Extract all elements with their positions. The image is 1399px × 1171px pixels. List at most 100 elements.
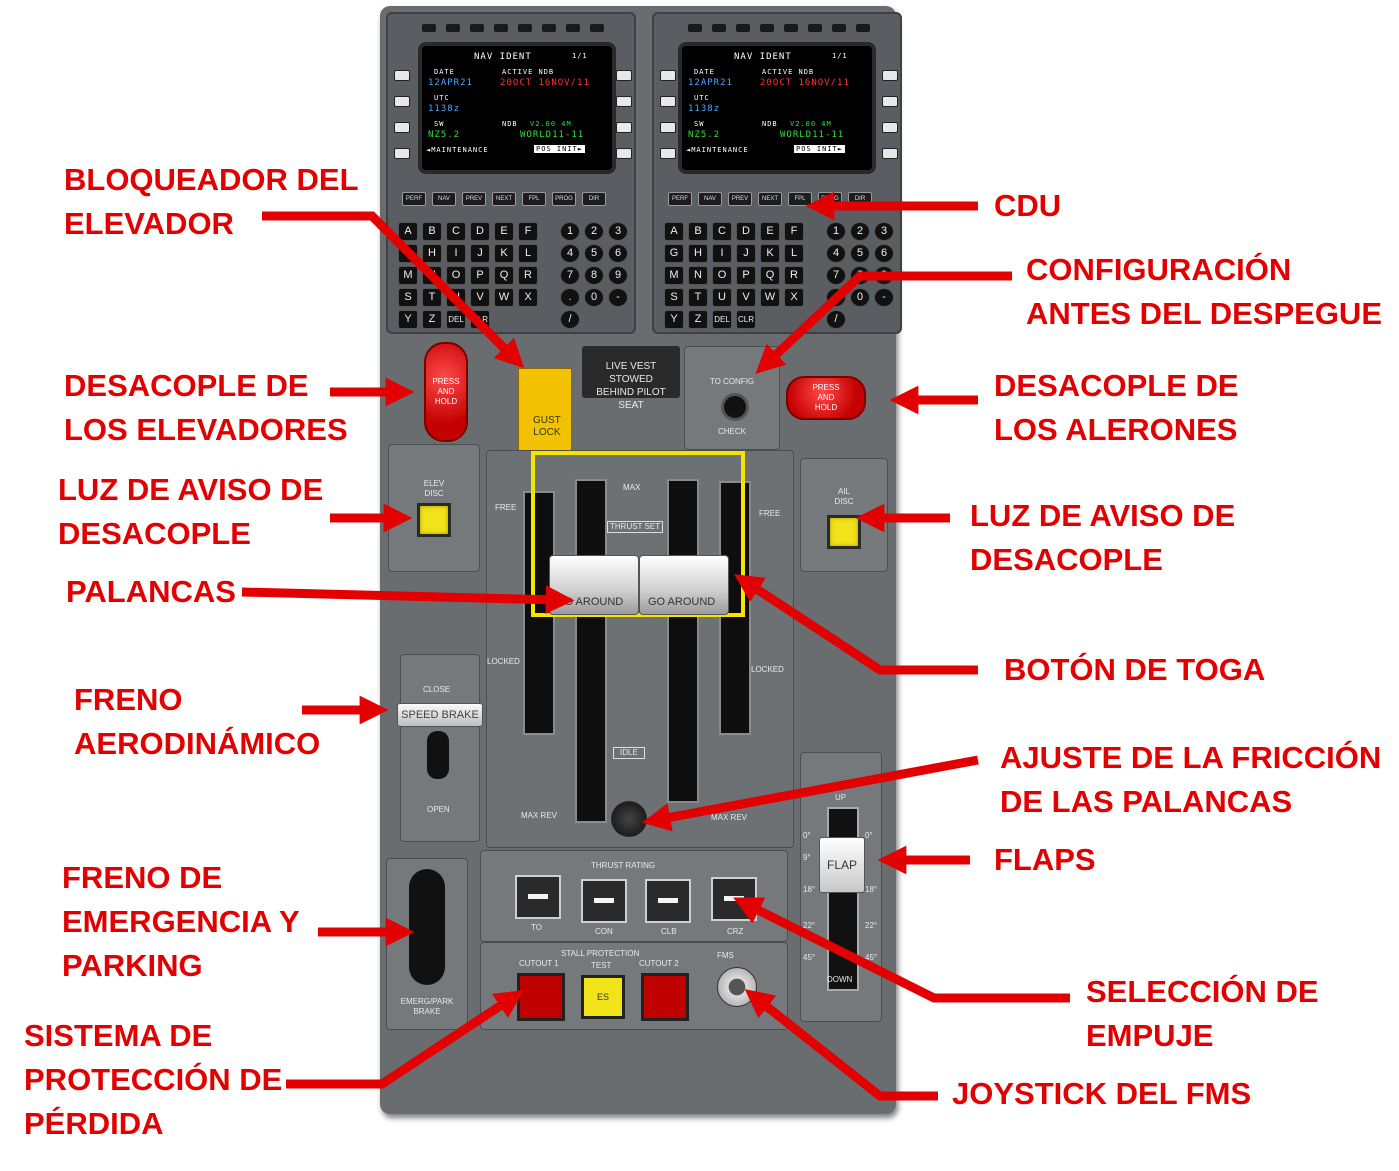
cdu-line-select-key[interactable]	[882, 96, 898, 107]
cdu-num-key-1[interactable]: 2	[584, 222, 604, 241]
cdu-key-b[interactable]: B	[688, 222, 708, 241]
cdu-key-z[interactable]: Z	[422, 310, 442, 329]
cdu-key-k[interactable]: K	[494, 244, 514, 263]
cdu-key-h[interactable]: H	[688, 244, 708, 263]
cdu-func-key-prev[interactable]: PREV	[728, 192, 752, 206]
cdu-num-key-12[interactable]: /	[826, 310, 846, 329]
cdu-line-select-key[interactable]	[616, 96, 632, 107]
cdu-key-v[interactable]: V	[736, 288, 756, 307]
emerg-park-brake-handle[interactable]	[409, 869, 445, 985]
cdu-key-s[interactable]: S	[664, 288, 684, 307]
cdu-func-key-prev[interactable]: PREV	[462, 192, 486, 206]
cdu-num-key-7[interactable]: 8	[584, 266, 604, 285]
cdu-key-q[interactable]: Q	[760, 266, 780, 285]
cdu-num-key-12[interactable]: /	[560, 310, 580, 329]
cdu-key-clr[interactable]: CLR	[736, 310, 756, 329]
cdu-key-w[interactable]: W	[494, 288, 514, 307]
cdu-num-key-1[interactable]: 2	[850, 222, 870, 241]
cdu-func-key-perf[interactable]: PERF	[402, 192, 426, 206]
cdu-func-key-next[interactable]: NEXT	[492, 192, 516, 206]
cdu-key-m[interactable]: M	[398, 266, 418, 285]
cdu-line-select-key[interactable]	[616, 148, 632, 159]
speed-brake-lever[interactable]: SPEED BRAKE	[397, 703, 483, 727]
cdu-num-key-9[interactable]: .	[560, 288, 580, 307]
cdu-func-key-dir[interactable]: DIR	[582, 192, 606, 206]
cdu-key-l[interactable]: L	[784, 244, 804, 263]
cdu-key-del[interactable]: DEL	[446, 310, 466, 329]
cdu-key-x[interactable]: X	[784, 288, 804, 307]
cdu-pos-init-link[interactable]: POS INIT►	[534, 145, 585, 153]
cdu-line-select-key[interactable]	[394, 96, 410, 107]
cdu-key-y[interactable]: Y	[398, 310, 418, 329]
cdu-key-d[interactable]: D	[470, 222, 490, 241]
cdu-num-key-2[interactable]: 3	[608, 222, 628, 241]
stall-test-button[interactable]: ES	[581, 975, 625, 1019]
cdu-key-e[interactable]: E	[760, 222, 780, 241]
thrust-rating-con-button[interactable]	[581, 879, 627, 923]
cdu-key-h[interactable]: H	[422, 244, 442, 263]
cdu-key-f[interactable]: F	[518, 222, 538, 241]
throttle-lever-right[interactable]: GO AROUND	[639, 555, 729, 615]
cdu-key-j[interactable]: J	[470, 244, 490, 263]
cdu-key-x[interactable]: X	[518, 288, 538, 307]
cdu-key-a[interactable]: A	[664, 222, 684, 241]
cdu-line-select-key[interactable]	[394, 148, 410, 159]
cdu-key-p[interactable]: P	[736, 266, 756, 285]
cdu-key-j[interactable]: J	[736, 244, 756, 263]
cdu-line-select-key[interactable]	[394, 122, 410, 133]
cdu-key-c[interactable]: C	[446, 222, 466, 241]
cdu-key-f[interactable]: F	[784, 222, 804, 241]
cdu-func-key-prog[interactable]: PROG	[552, 192, 576, 206]
cdu-key-p[interactable]: P	[470, 266, 490, 285]
cdu-num-key-8[interactable]: 9	[608, 266, 628, 285]
cdu-key-i[interactable]: I	[712, 244, 732, 263]
cdu-key-del[interactable]: DEL	[712, 310, 732, 329]
cdu-key-r[interactable]: R	[518, 266, 538, 285]
flap-lever[interactable]: FLAP	[819, 837, 865, 893]
cdu-key-n[interactable]: N	[688, 266, 708, 285]
cdu-line-select-key[interactable]	[660, 122, 676, 133]
cdu-maintenance-link[interactable]: ◄MAINTENANCE	[686, 146, 749, 154]
cdu-num-key-11[interactable]: -	[874, 288, 894, 307]
cdu-key-d[interactable]: D	[736, 222, 756, 241]
cdu-key-a[interactable]: A	[398, 222, 418, 241]
cdu-maintenance-link[interactable]: ◄MAINTENANCE	[426, 146, 489, 154]
cdu-line-select-key[interactable]	[660, 148, 676, 159]
cdu-num-key-6[interactable]: 7	[826, 266, 846, 285]
cdu-func-key-next[interactable]: NEXT	[758, 192, 782, 206]
cdu-line-select-key[interactable]	[394, 70, 410, 81]
gust-lock-lever[interactable]: GUST LOCK	[518, 368, 572, 458]
to-config-check-button[interactable]	[721, 393, 749, 421]
elev-disc-press-hold-button[interactable]: PRESS AND HOLD	[424, 342, 468, 442]
cdu-key-b[interactable]: B	[422, 222, 442, 241]
cdu-key-e[interactable]: E	[494, 222, 514, 241]
thrust-rating-clb-button[interactable]	[645, 879, 691, 923]
cdu-key-v[interactable]: V	[470, 288, 490, 307]
cdu-key-o[interactable]: O	[446, 266, 466, 285]
cdu-func-key-perf[interactable]: PERF	[668, 192, 692, 206]
cdu-func-key-nav[interactable]: NAV	[698, 192, 722, 206]
cdu-num-key-2[interactable]: 3	[874, 222, 894, 241]
cdu-line-select-key[interactable]	[882, 122, 898, 133]
cdu-pos-init-link[interactable]: POS INIT►	[794, 145, 845, 153]
cdu-key-w[interactable]: W	[760, 288, 780, 307]
cdu-line-select-key[interactable]	[660, 96, 676, 107]
cdu-num-key-6[interactable]: 7	[560, 266, 580, 285]
cdu-key-y[interactable]: Y	[664, 310, 684, 329]
cdu-func-key-fpl[interactable]: FPL	[522, 192, 546, 206]
cdu-key-l[interactable]: L	[518, 244, 538, 263]
cdu-key-g[interactable]: G	[664, 244, 684, 263]
cdu-key-u[interactable]: U	[712, 288, 732, 307]
thrust-rating-to-button[interactable]	[515, 875, 561, 919]
cdu-key-q[interactable]: Q	[494, 266, 514, 285]
cdu-key-m[interactable]: M	[664, 266, 684, 285]
cdu-key-r[interactable]: R	[784, 266, 804, 285]
cdu-num-key-4[interactable]: 5	[850, 244, 870, 263]
cdu-key-c[interactable]: C	[712, 222, 732, 241]
cdu-num-key-5[interactable]: 6	[608, 244, 628, 263]
cdu-key-z[interactable]: Z	[688, 310, 708, 329]
cdu-num-key-5[interactable]: 6	[874, 244, 894, 263]
cdu-line-select-key[interactable]	[660, 70, 676, 81]
cdu-line-select-key[interactable]	[882, 148, 898, 159]
cdu-num-key-10[interactable]: 0	[584, 288, 604, 307]
